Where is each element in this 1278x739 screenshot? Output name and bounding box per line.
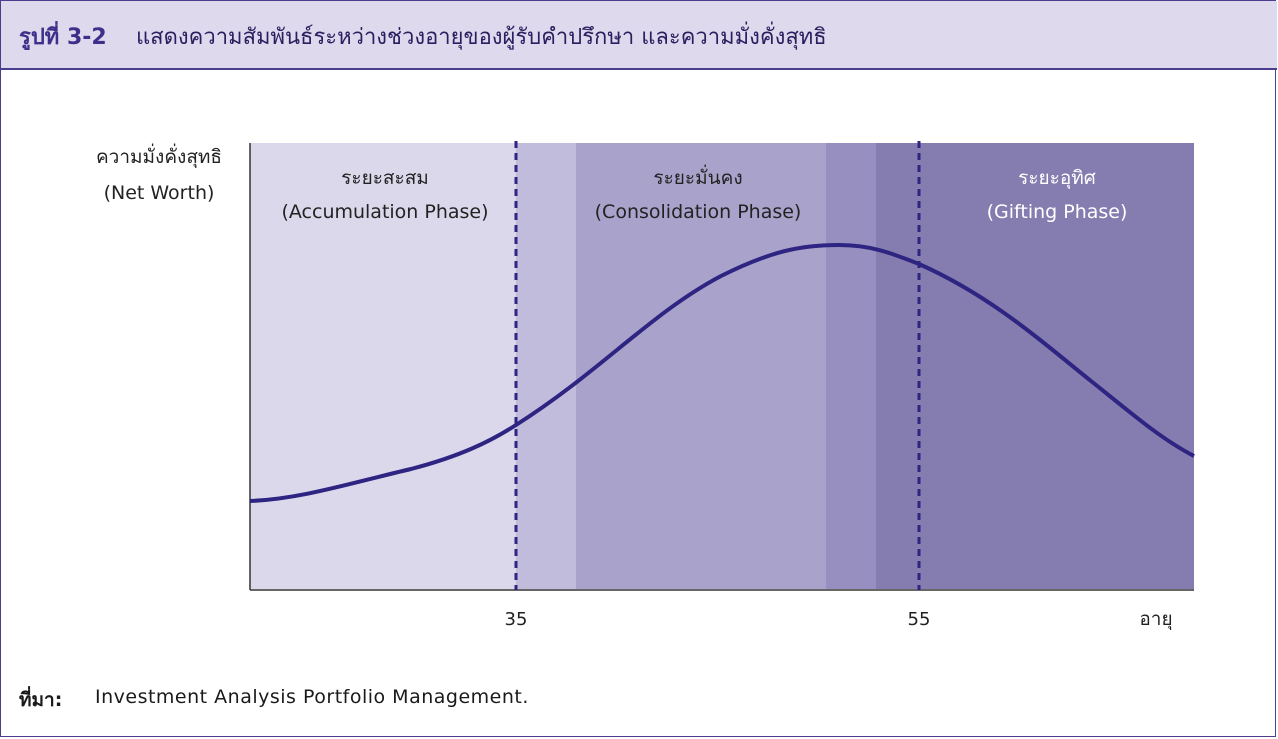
gifting-band xyxy=(876,143,1194,589)
y-axis-label-th: ความมั่งคั่งสุทธิ xyxy=(96,143,222,169)
figure-header: รูปที่ 3-2 แสดงความสัมพันธ์ระหว่างช่วงอา… xyxy=(1,1,1277,70)
phase-gifting-en: (Gifting Phase) xyxy=(987,201,1128,223)
net-worth-diagram: ความมั่งคั่งสุทธิ (Net Worth) ระยะสะสม (… xyxy=(96,141,1195,631)
phase-accumulation-th: ระยะสะสม xyxy=(341,167,429,189)
phase-consolidation-th: ระยะมั่นคง xyxy=(653,164,742,189)
x-axis-label: อายุ xyxy=(1139,608,1172,631)
source-text: Investment Analysis Portfolio Management… xyxy=(95,686,529,708)
phase-accumulation-en: (Accumulation Phase) xyxy=(281,201,488,223)
phase-gifting-th: ระยะอุทิศ xyxy=(1018,167,1096,190)
net-worth-curve xyxy=(249,242,1195,503)
x-tick-35: 35 xyxy=(505,609,528,630)
figure-number: รูปที่ 3-2 xyxy=(19,25,107,50)
consolidation-late-band xyxy=(826,143,876,589)
phase-consolidation-en: (Consolidation Phase) xyxy=(595,201,802,223)
transition-band xyxy=(516,143,576,589)
y-axis-label-en: (Net Worth) xyxy=(104,182,215,204)
accumulation-band xyxy=(250,143,516,589)
figure-title: แสดงความสัมพันธ์ระหว่างช่วงอายุของผู้รับ… xyxy=(136,25,827,50)
source-label: ที่มา: xyxy=(19,689,63,711)
x-tick-55: 55 xyxy=(908,609,931,630)
consolidation-band xyxy=(576,143,826,589)
